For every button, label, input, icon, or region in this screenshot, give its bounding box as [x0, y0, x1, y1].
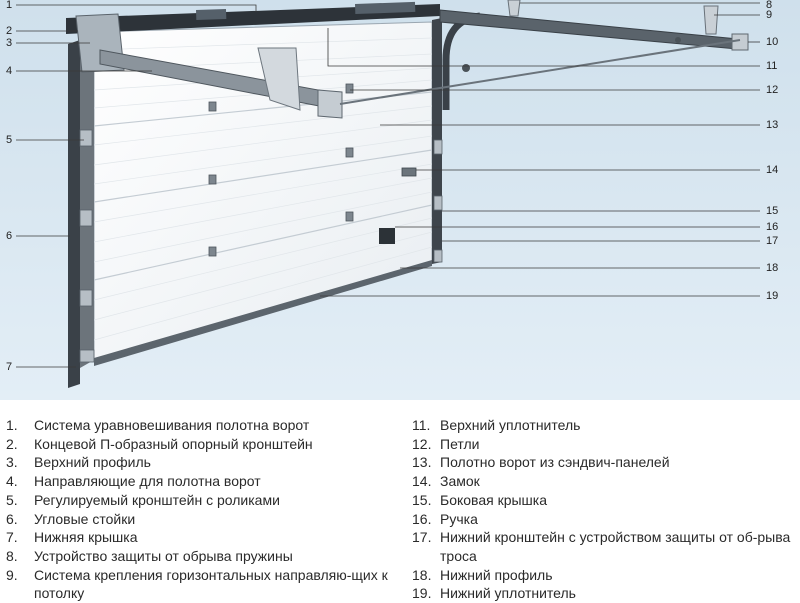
legend-number: 3. — [6, 454, 18, 471]
top-shaft — [66, 4, 440, 34]
legend-text: Нижний профиль — [440, 566, 553, 583]
legend-number: 15. — [412, 491, 432, 508]
legend-text: Регулируемый кронштейн с роликами — [34, 491, 280, 508]
callout-11: 11 — [766, 60, 778, 72]
legend-item-1: 1. Система уравновешивания полотна ворот — [6, 416, 401, 435]
callout-14: 14 — [766, 164, 779, 176]
legend-item-13: 13. Полотно ворот из сэндвич-панелей — [412, 453, 797, 472]
legend-text: Боковая крышка — [440, 491, 548, 508]
legend-text: Петли — [440, 435, 480, 452]
legend-number: 6. — [6, 510, 18, 527]
legend-number: 18. — [412, 566, 432, 583]
rail-bolt — [462, 64, 470, 72]
legend-item-14: 14. Замок — [412, 472, 797, 491]
legend-number: 16. — [412, 510, 432, 527]
legend-item-3: 3. Верхний профиль — [6, 453, 401, 472]
legend-item-7: 7. Нижняя крышка — [6, 528, 401, 547]
callout-10: 10 — [766, 36, 779, 48]
legend-number: 7. — [6, 529, 18, 546]
legend-number: 8. — [6, 547, 18, 564]
callout-13: 13 — [766, 119, 779, 131]
callout-19: 19 — [766, 290, 779, 302]
spring-right — [355, 1, 416, 14]
legend-item-19: 19. Нижний уплотнитель — [412, 584, 797, 603]
callout-18: 18 — [766, 262, 779, 274]
right-rail-end — [731, 33, 749, 51]
legend-item-17: 17. Нижний кронштейн с устройством защиты… — [412, 528, 797, 565]
callout-8: 8 — [766, 0, 773, 11]
legend-number: 17. — [412, 529, 432, 546]
legend-item-9: 9. Система крепления горизонтальных напра… — [6, 566, 401, 603]
legend-item-12: 12. Петли — [412, 435, 797, 454]
legend-number: 14. — [412, 473, 432, 490]
callout-17: 17 — [766, 235, 779, 247]
bottom-profile — [94, 260, 432, 366]
callout-9: 9 — [766, 9, 773, 21]
callout-7: 7 — [6, 361, 13, 373]
legend-item-6: 6. Угловые стойки — [6, 510, 401, 529]
legend-number: 5. — [6, 491, 18, 508]
legend-item-2: 2. Концевой П-образный опорный кронштейн — [6, 435, 401, 454]
legend-number: 1. — [6, 417, 18, 433]
callout-16: 16 — [766, 221, 779, 233]
left-ceiling-bracket — [257, 47, 301, 111]
left-post — [68, 40, 80, 388]
legend-item-4: 4. Направляющие для полотна ворот — [6, 472, 401, 491]
legend-number: 13. — [412, 454, 432, 471]
callout-4: 4 — [6, 65, 13, 77]
legend-item-11: 11. Верхний уплотнитель — [412, 416, 797, 435]
leader-lines — [16, 2, 760, 368]
legend-item-15: 15. Боковая крышка — [412, 491, 797, 510]
legend-item-5: 5. Регулируемый кронштейн с роликами — [6, 491, 401, 510]
legend-text: Направляющие для полотна ворот — [34, 473, 261, 490]
legend-number: 11. — [412, 417, 431, 433]
legend-text: Нижний кронштейн с устройством защиты от… — [440, 529, 791, 564]
legend-text: Замок — [440, 473, 480, 490]
callout-15: 15 — [766, 205, 779, 217]
legend-text: Нижний уплотнитель — [440, 585, 576, 602]
legend-number: 4. — [6, 473, 18, 490]
legend-text: Система крепления горизонтальных направл… — [34, 566, 388, 602]
legend-number: 9. — [6, 566, 18, 583]
legend-text: Угловые стойки — [34, 510, 136, 527]
callout-1: 1 — [6, 0, 13, 11]
garage-door-illustration — [0, 0, 800, 400]
legend-text: Ручка — [440, 510, 478, 527]
callout-5: 5 — [6, 134, 13, 146]
callout-12: 12 — [766, 84, 779, 96]
legend-number: 2. — [6, 435, 18, 452]
legend-text: Верхний уплотнитель — [440, 417, 581, 433]
legend-text: Верхний профиль — [34, 454, 151, 471]
legend-text: Полотно ворот из сэндвич-панелей — [440, 454, 670, 471]
legend-item-8: 8. Устройство защиты от обрыва пружины — [6, 547, 401, 566]
legend-item-18: 18. Нижний профиль — [412, 566, 797, 585]
ceiling-hangers — [507, 0, 719, 35]
legend-text: Концевой П-образный опорный кронштейн — [34, 435, 313, 452]
cable — [339, 39, 741, 105]
callout-2: 2 — [6, 25, 13, 37]
callout-6: 6 — [6, 230, 13, 242]
left-roller-brackets — [79, 129, 95, 363]
handle — [379, 228, 395, 244]
legend-right-column: 11. Верхний уплотнитель 12. Петли 13. Полот… — [412, 416, 797, 603]
legend-number: 19. — [412, 585, 432, 602]
hinges — [208, 83, 354, 257]
legend-text: Устройство защиты от обрыва пружины — [34, 547, 293, 564]
right-roller-brackets — [433, 139, 443, 263]
left-post-inner — [80, 36, 94, 368]
legend-text: Нижняя крышка — [34, 529, 138, 546]
legend-text: Система уравновешивания полотна ворот — [34, 417, 310, 433]
legend-left-column: 1.Система уравновешивания полотна ворот … — [6, 416, 401, 603]
legend-item-16: 16. Ручка — [412, 510, 797, 529]
spring-left — [195, 8, 227, 20]
legend-number: 12. — [412, 435, 432, 452]
left-rail-end — [317, 89, 343, 119]
lock — [401, 167, 417, 177]
callout-3: 3 — [6, 37, 13, 49]
rail-bolt-2 — [675, 37, 681, 43]
